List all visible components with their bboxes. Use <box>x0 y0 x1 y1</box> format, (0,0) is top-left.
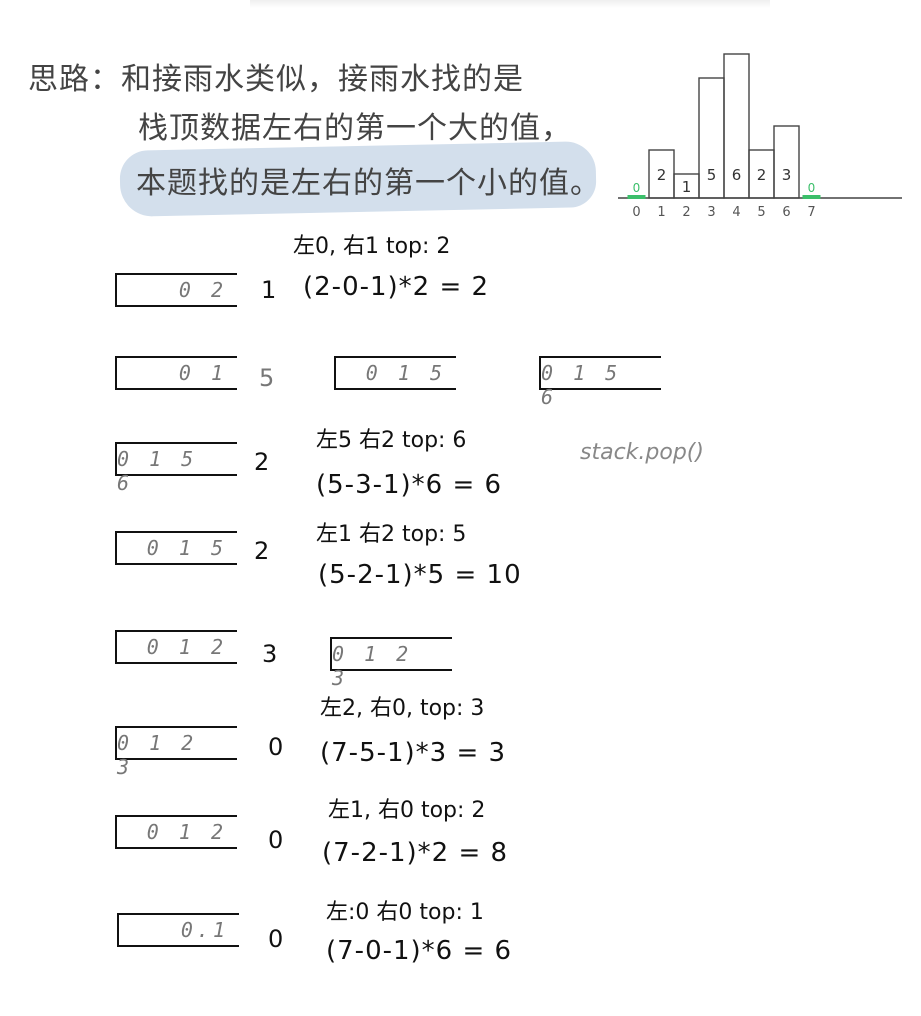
step-formula: (5-2-1)*5 = 10 <box>318 560 522 590</box>
histogram-index-label: 1 <box>657 205 665 220</box>
step-note: 左0, 右1 top: 2 <box>293 234 451 259</box>
histogram-bar-label: 1 <box>682 178 692 196</box>
current-value: 1 <box>261 276 277 304</box>
stack-box: 0 1 5 6 <box>115 442 237 495</box>
histogram-bar-label: 2 <box>657 166 667 184</box>
current-value: 0 <box>268 733 284 761</box>
histogram-bar-label: 3 <box>782 166 792 184</box>
histogram-index-label: 2 <box>682 205 690 220</box>
step-note: 左1, 右0 top: 2 <box>328 798 486 823</box>
step-note: 左2, 右0, top: 3 <box>320 696 485 721</box>
stack-box: 0 1 <box>115 356 237 390</box>
intro-line-3: 本题找的是左右的第一个小的值。 <box>136 166 601 201</box>
stack-box: 0 2 <box>115 273 237 307</box>
histogram-index-label: 7 <box>807 205 815 220</box>
current-value: 0 <box>268 925 284 953</box>
intro-line-1: 思路：和接雨水类似，接雨水找的是 <box>28 62 524 97</box>
stack-box-extra: 0 1 5 <box>334 356 456 390</box>
stack-box: 0 1 2 3 <box>115 726 237 779</box>
histogram-bar <box>723 53 750 199</box>
current-value: 2 <box>254 537 270 565</box>
step-note: 左5 右2 top: 6 <box>316 428 467 453</box>
current-value: 5 <box>259 364 275 392</box>
step-formula: (2-0-1)*2 = 2 <box>303 272 490 302</box>
histogram-index-label: 5 <box>757 205 765 220</box>
stack-box: 0 1 2 <box>115 815 237 849</box>
histogram-bar-label: 5 <box>707 166 717 184</box>
step-note: 左1 右2 top: 5 <box>316 522 467 547</box>
stack-box-extra: 0 1 5 6 <box>539 356 661 409</box>
current-value: 3 <box>262 640 278 668</box>
histogram-bar-label: 2 <box>757 166 767 184</box>
histogram-index-label: 6 <box>782 205 790 220</box>
current-value: 2 <box>254 448 270 476</box>
intro-line-2: 栈顶数据左右的第一个大的值， <box>138 111 572 146</box>
histogram-index-label: 4 <box>732 205 740 220</box>
histogram-bar-label: 6 <box>732 166 742 184</box>
top-shade <box>250 0 770 8</box>
step-formula: (7-0-1)*6 = 6 <box>326 936 513 966</box>
step-formula: (7-2-1)*2 = 8 <box>322 838 509 868</box>
histogram-sentinel-label: 0 <box>633 181 641 195</box>
stack-box: 0 1 2 <box>115 630 237 664</box>
histogram-index-label: 0 <box>632 205 640 220</box>
histogram-index-label: 3 <box>707 205 715 220</box>
step-note: 左:0 右0 top: 1 <box>326 900 484 925</box>
stack-box-extra: 0 1 2 3 <box>330 637 452 690</box>
histogram-sentinel-label: 0 <box>808 181 816 195</box>
step-formula: (7-5-1)*3 = 3 <box>320 738 507 768</box>
current-value: 0 <box>268 826 284 854</box>
stack-box: 0.1 <box>117 913 239 947</box>
step-formula: (5-3-1)*6 = 6 <box>316 470 503 500</box>
histogram-bar <box>773 125 800 199</box>
stack-box: 0 1 5 <box>115 531 237 565</box>
pop-note: stack.pop() <box>580 440 704 465</box>
